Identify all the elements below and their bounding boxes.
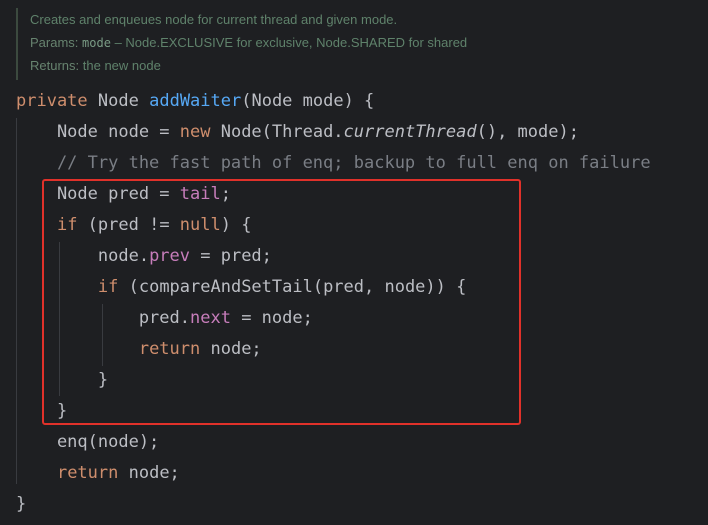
- code-token: = pred;: [190, 246, 272, 266]
- code-token: Node pred =: [16, 184, 180, 204]
- code-token: (compareAndSetTail(pred, node)) {: [118, 277, 467, 297]
- returns-text: the new node: [82, 58, 161, 73]
- code-line-14: }: [16, 489, 651, 520]
- code-line-10: }: [16, 365, 651, 396]
- code-line-3: // Try the fast path of enq; backup to f…: [16, 148, 651, 179]
- field-prev: prev: [149, 246, 191, 266]
- code-line-12: enq(node);: [16, 427, 651, 458]
- javadoc-summary-text: Creates and enqueues node for current th…: [30, 12, 398, 27]
- keyword-new: new: [179, 122, 211, 142]
- code-token: }: [16, 401, 68, 421]
- code-token: (pred !=: [77, 215, 180, 235]
- code-token: node;: [200, 339, 262, 359]
- javadoc-returns: Returns: the new node: [30, 54, 467, 77]
- code-line-2: Node node = new Node(Thread.currentThrea…: [16, 117, 651, 148]
- field-tail: tail: [179, 184, 221, 204]
- method-signature-rest: (Node mode) {: [241, 91, 375, 111]
- code-line-11: }: [16, 396, 651, 427]
- code-token: ;: [220, 184, 231, 204]
- code-line-4: Node pred = tail;: [16, 179, 651, 210]
- code-line-5: if (pred != null) {: [16, 210, 651, 241]
- code-line-8: pred.next = node;: [16, 303, 651, 334]
- code-token: = node;: [230, 308, 313, 328]
- code-line-7: if (compareAndSetTail(pred, node)) {: [16, 272, 651, 303]
- javadoc-block: Creates and enqueues node for current th…: [16, 8, 467, 80]
- returns-tag: Returns:: [30, 58, 80, 73]
- code-token: ) {: [220, 215, 252, 235]
- code-token: Node(Thread.: [210, 122, 344, 142]
- indent-guide: [59, 242, 60, 396]
- method-name: addWaiter: [149, 91, 242, 111]
- javadoc-params: Params: mode – Node.EXCLUSIVE for exclus…: [30, 31, 467, 54]
- code-token: (), mode);: [476, 122, 579, 142]
- keyword-null: null: [179, 215, 221, 235]
- keyword-if: if: [56, 215, 78, 235]
- code-line-13: return node;: [16, 458, 651, 489]
- code-token: Node node =: [16, 122, 180, 142]
- field-next: next: [190, 308, 231, 328]
- params-tag: Params:: [30, 35, 79, 50]
- code-indent: [16, 463, 57, 483]
- code-token: enq(node);: [16, 432, 160, 452]
- return-type: Node: [97, 91, 139, 111]
- params-name: mode: [82, 36, 111, 50]
- code-token: node.: [16, 246, 150, 266]
- keyword-return: return: [56, 463, 119, 483]
- code-block: private Node addWaiter(Node mode) { Node…: [16, 86, 651, 520]
- code-token: pred.: [16, 308, 190, 328]
- code-token: }: [16, 494, 27, 514]
- code-line-6: node.prev = pred;: [16, 241, 651, 272]
- highlight-annotation-box: [42, 179, 521, 425]
- params-text: – Node.EXCLUSIVE for exclusive, Node.SHA…: [114, 35, 468, 50]
- code-token: }: [16, 370, 109, 390]
- javadoc-summary: Creates and enqueues node for current th…: [30, 8, 467, 31]
- keyword-private: private: [16, 91, 88, 111]
- keyword-if: if: [97, 277, 119, 297]
- code-comment: // Try the fast path of enq; backup to f…: [16, 153, 651, 173]
- code-line-1: private Node addWaiter(Node mode) {: [16, 86, 651, 117]
- indent-guide: [102, 304, 103, 366]
- code-token: node;: [118, 463, 180, 483]
- code-line-9: return node;: [16, 334, 651, 365]
- static-call: currentThread: [343, 122, 477, 142]
- keyword-return: return: [138, 339, 201, 359]
- indent-guide: [16, 118, 17, 484]
